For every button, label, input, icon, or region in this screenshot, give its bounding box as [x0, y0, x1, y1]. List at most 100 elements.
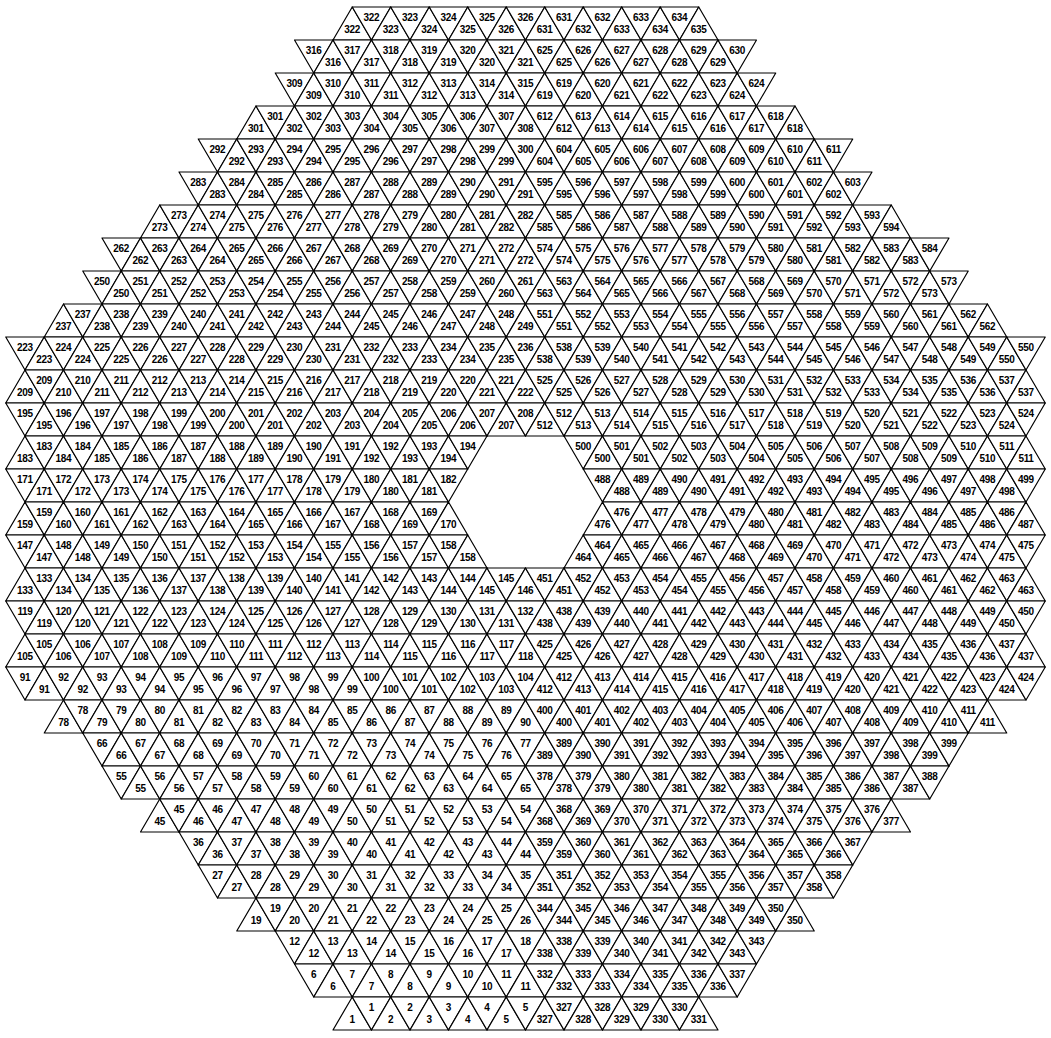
element-number: 303	[318, 123, 348, 135]
element-number: 154	[280, 540, 310, 552]
element-number: 323	[395, 12, 425, 24]
element-number: 152	[203, 540, 233, 552]
element-number: 578	[684, 243, 714, 255]
element-number: 629	[703, 57, 733, 69]
element-number: 320	[472, 57, 502, 69]
element-number: 453	[607, 573, 637, 585]
element-number: 256	[318, 276, 348, 288]
element-number: 457	[761, 573, 791, 585]
element-number: 184	[49, 453, 79, 465]
element-number: 189	[260, 441, 290, 453]
element-number: 287	[337, 177, 367, 189]
element-number: 141	[318, 585, 348, 597]
element-number: 304	[357, 123, 387, 135]
element-number: 157	[414, 552, 444, 564]
element-number: 554	[665, 321, 695, 333]
element-number: 527	[626, 387, 656, 399]
element-number: 134	[68, 573, 98, 585]
element-number: 613	[588, 123, 618, 135]
element-number: 217	[337, 375, 367, 387]
element-number: 588	[645, 222, 675, 234]
element-number: 505	[780, 453, 810, 465]
element-number: 308	[511, 123, 541, 135]
element-number: 588	[665, 210, 695, 222]
element-number: 604	[530, 156, 560, 168]
element-number: 173	[106, 486, 136, 498]
element-number: 260	[491, 288, 521, 300]
element-number: 301	[260, 111, 290, 123]
element-number: 473	[934, 540, 964, 552]
element-number: 488	[588, 474, 618, 486]
element-number: 158	[434, 540, 464, 552]
element-number: 318	[395, 57, 425, 69]
element-number: 214	[203, 387, 233, 399]
element-number: 322	[337, 24, 367, 36]
element-number: 153	[241, 540, 271, 552]
element-number: 220	[434, 387, 464, 399]
element-number: 455	[703, 585, 733, 597]
element-number: 526	[568, 375, 598, 387]
element-number: 633	[626, 12, 656, 24]
element-number: 224	[49, 342, 79, 354]
element-number: 136	[145, 573, 175, 585]
element-number: 271	[472, 255, 502, 267]
element-number: 552	[588, 321, 618, 333]
element-number: 196	[49, 408, 79, 420]
element-number: 230	[299, 354, 329, 366]
element-number: 248	[472, 321, 502, 333]
element-number: 585	[530, 222, 560, 234]
element-number: 568	[722, 288, 752, 300]
element-number: 319	[434, 57, 464, 69]
element-number: 200	[203, 408, 233, 420]
element-number: 186	[145, 441, 175, 453]
element-number: 547	[876, 354, 906, 366]
element-number: 288	[395, 189, 425, 201]
element-number: 197	[87, 408, 117, 420]
element-number: 323	[376, 24, 406, 36]
element-number: 518	[761, 420, 791, 432]
element-number: 231	[318, 342, 348, 354]
element-number: 151	[183, 552, 213, 564]
element-number: 280	[434, 210, 464, 222]
element-number: 255	[299, 288, 329, 300]
element-number: 561	[934, 321, 964, 333]
element-number: 267	[318, 255, 348, 267]
element-number: 126	[280, 606, 310, 618]
element-number: 499	[1011, 474, 1041, 486]
element-number: 293	[241, 144, 271, 156]
element-number: 474	[953, 552, 983, 564]
element-number: 206	[434, 408, 464, 420]
element-number: 215	[260, 375, 290, 387]
element-number: 257	[357, 276, 387, 288]
element-number: 171	[29, 486, 59, 498]
element-number: 509	[934, 453, 964, 465]
element-number: 199	[183, 420, 213, 432]
element-number: 520	[857, 408, 887, 420]
element-number: 581	[799, 243, 829, 255]
element-number: 556	[722, 309, 752, 321]
element-number: 166	[299, 507, 329, 519]
element-number: 152	[222, 552, 252, 564]
element-number: 158	[453, 552, 483, 564]
element-number: 299	[491, 156, 521, 168]
element-number: 220	[453, 375, 483, 387]
element-number: 531	[780, 387, 810, 399]
element-number: 164	[222, 507, 252, 519]
element-number: 306	[453, 111, 483, 123]
element-number: 262	[106, 243, 136, 255]
element-number: 515	[665, 408, 695, 420]
element-number: 175	[164, 474, 194, 486]
element-number: 465	[626, 540, 656, 552]
element-number: 167	[318, 519, 348, 531]
element-number: 616	[684, 111, 714, 123]
element-number: 172	[68, 486, 98, 498]
element-number: 506	[799, 441, 829, 453]
element-number: 590	[722, 222, 752, 234]
element-number: 609	[722, 156, 752, 168]
element-number: 550	[1011, 342, 1041, 354]
element-number: 519	[799, 420, 829, 432]
element-number: 615	[665, 123, 695, 135]
element-number: 498	[992, 486, 1022, 498]
element-number: 318	[376, 45, 406, 57]
element-number: 540	[626, 342, 656, 354]
